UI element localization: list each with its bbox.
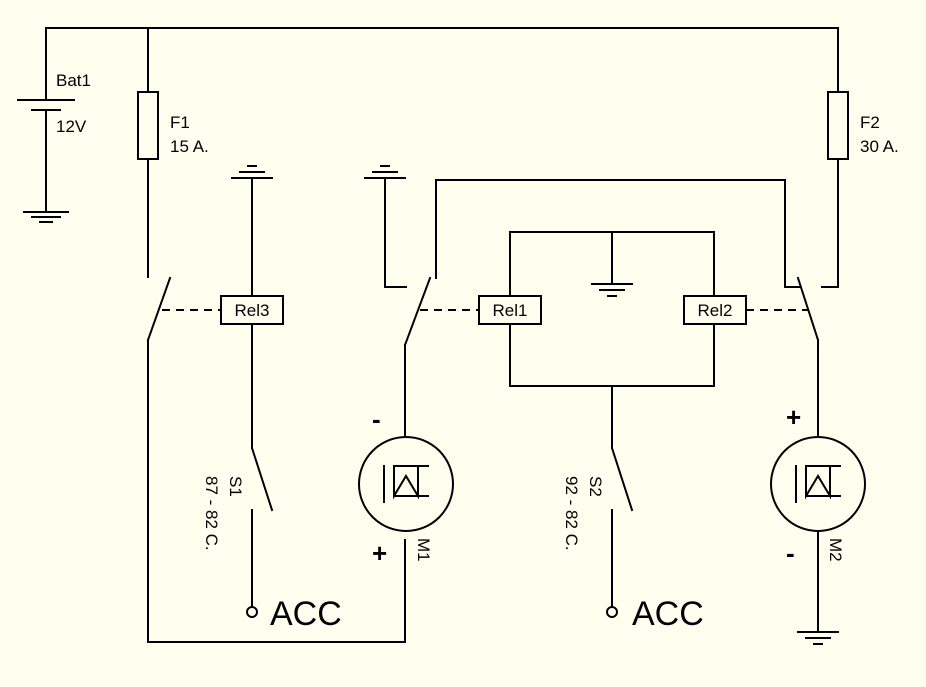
switch-s2: S2 92 - 82 C. [562, 446, 634, 618]
terminal-acc-1: ACC [270, 595, 342, 633]
switch-s1-range: 87 - 82 C. [202, 476, 221, 551]
fuse-f2: F2 30 A. [821, 27, 899, 288]
motor-m2: + - M2 [770, 402, 866, 568]
m1-plus-wire [147, 339, 406, 643]
switch-s1: S1 87 - 82 C. [202, 446, 274, 618]
switch-s2-name: S2 [586, 476, 605, 497]
motor-m1-bottom-sign: + [372, 538, 387, 568]
motor-m1-name: M1 [414, 538, 433, 562]
rel3-contact [146, 276, 172, 342]
motor-m2-bottom-sign: - [786, 538, 795, 568]
battery-bat1: Bat1 12V [17, 27, 91, 223]
motor-m2-name: M2 [826, 538, 845, 562]
ground-m2-icon [797, 631, 839, 645]
rel1-contact [403, 276, 432, 347]
fuse-f1: F1 15 A. [137, 27, 209, 278]
ground-relays-icon [591, 283, 633, 297]
switch-s1-name: S1 [226, 476, 245, 497]
battery-name: Bat1 [56, 71, 91, 90]
motor-m1-top-sign: - [372, 404, 381, 434]
fuse-f1-rating: 15 A. [170, 137, 209, 156]
motor-m1: - + M1 [358, 404, 454, 568]
fuse-f2-rating: 30 A. [860, 137, 899, 156]
relay-rel1-label: Rel1 [493, 301, 528, 320]
fuse-f2-name: F2 [860, 113, 880, 132]
fuse-f1-name: F1 [170, 113, 190, 132]
rel2-contact [796, 276, 820, 342]
battery-voltage: 12V [56, 117, 87, 136]
terminal-acc-2: ACC [632, 595, 704, 633]
motor-m2-top-sign: + [786, 402, 801, 432]
relay-rel2: Rel2 [683, 295, 747, 325]
relay-rel2-label: Rel2 [698, 301, 733, 320]
relay-rel1: Rel1 [478, 295, 542, 325]
relay-rel3: Rel3 [220, 295, 284, 325]
relay-rel3-label: Rel3 [235, 301, 270, 320]
switch-s2-range: 92 - 82 C. [562, 476, 581, 551]
